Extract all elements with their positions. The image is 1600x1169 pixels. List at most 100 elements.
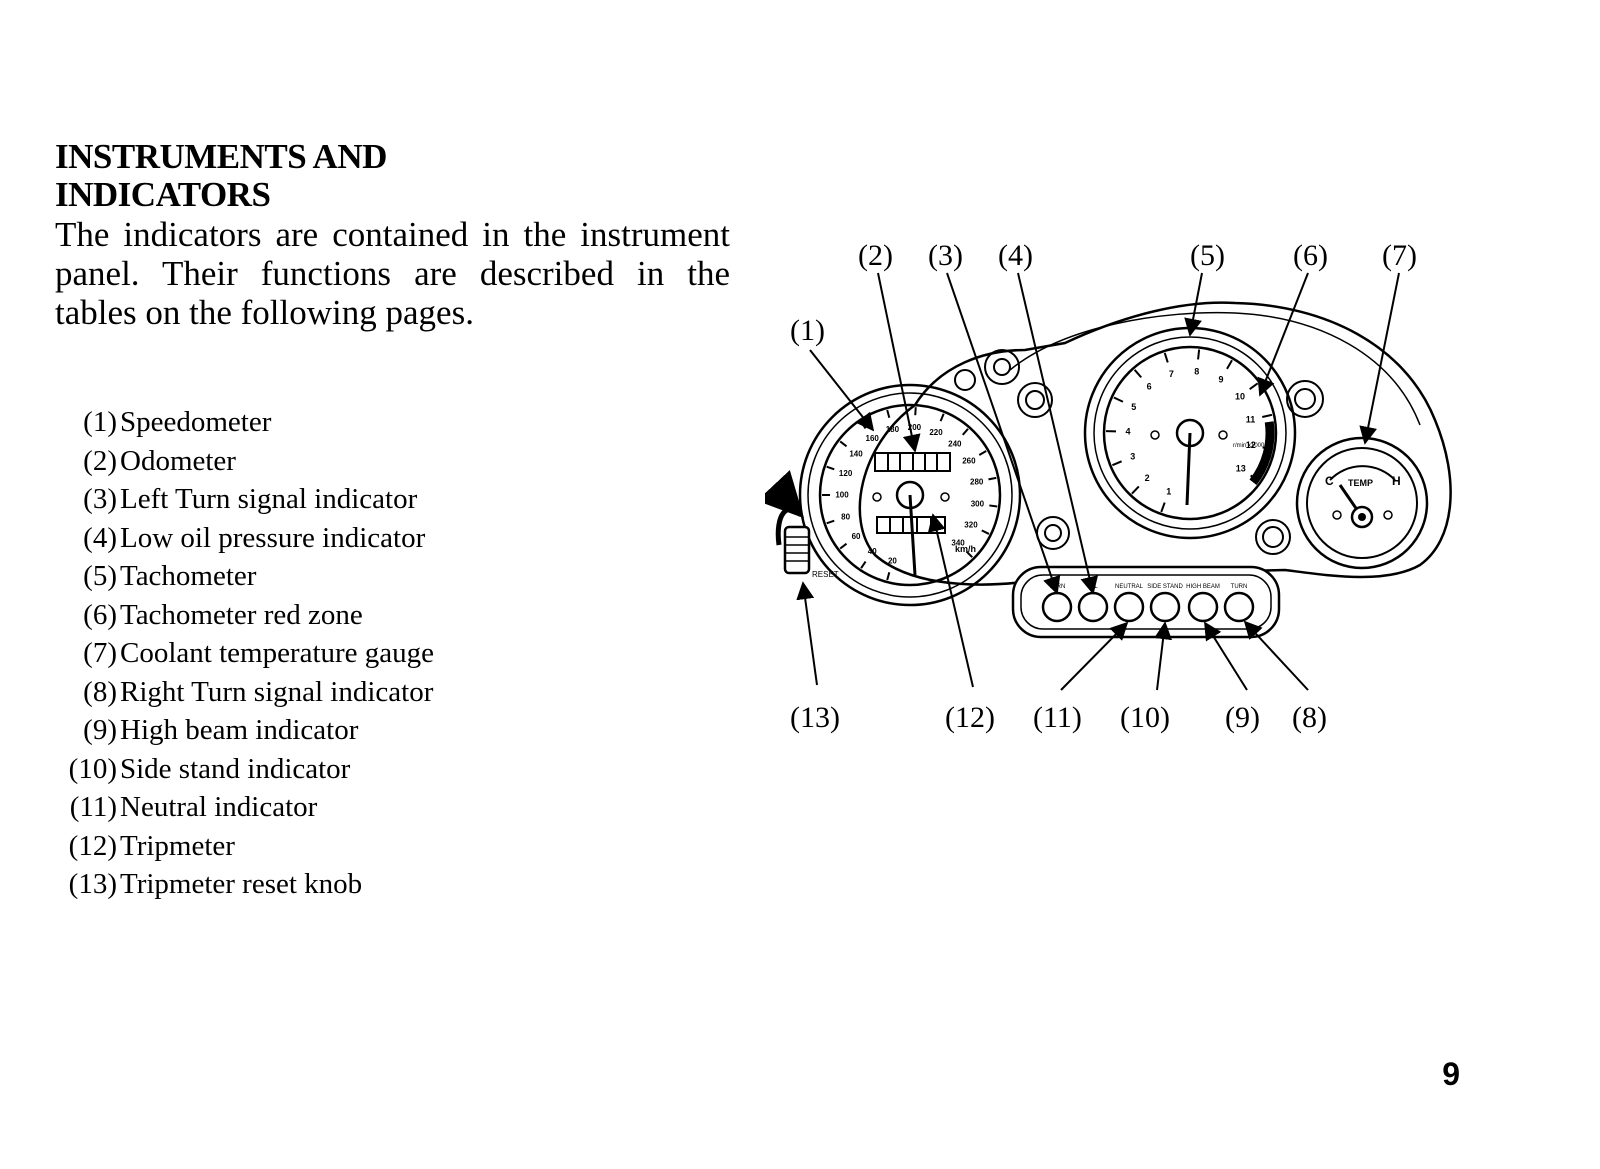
tachometer-red-zone	[1249, 421, 1275, 486]
legend-number: (10)	[68, 752, 117, 785]
speedometer-tick-label: 60	[852, 532, 861, 541]
legend-label: Speedometer	[120, 406, 272, 438]
reset-label: RESET	[812, 570, 839, 579]
legend-number: (11)	[69, 791, 117, 823]
legend-number: (2)	[83, 444, 117, 477]
tachometer-tick-label: 1	[1166, 486, 1171, 496]
list-item: (9)High beam indicator	[55, 711, 434, 750]
tripmeter-reset-knob: RESET	[765, 470, 839, 579]
legend-number: (5)	[83, 560, 117, 592]
tachometer-tick-label: 8	[1194, 366, 1199, 376]
legend-number: (7)	[83, 637, 117, 669]
legend-number: (1)	[83, 406, 117, 438]
tachometer-tick-label: 6	[1147, 381, 1152, 391]
odometer-display	[874, 452, 951, 472]
tachometer-tick-label: 3	[1130, 452, 1135, 462]
legend-label: Tachometer red zone	[120, 598, 363, 631]
callout-13: (13)	[790, 701, 840, 734]
speedometer-tick-label: 220	[929, 428, 943, 437]
list-item: (3)Left Turn signal indicator	[55, 480, 434, 519]
indicator-label: TURN	[1231, 584, 1248, 590]
tachometer-tick-label: 4	[1126, 427, 1131, 437]
tachometer-tick	[1131, 485, 1140, 495]
speedometer-tick-label: 20	[888, 556, 897, 565]
speedometer-tick	[914, 407, 917, 416]
callout-7: (7)	[1382, 239, 1417, 272]
tachometer-tick	[1160, 502, 1166, 513]
speedometer-needle	[908, 494, 917, 576]
panel-housing-inner	[1009, 311, 1421, 426]
oil-pressure-indicator-lamp	[1077, 591, 1109, 623]
intro-paragraph: The indicators are contained in the inst…	[55, 215, 730, 332]
callout-8: (8)	[1292, 701, 1327, 734]
legend-label: Tripmeter	[120, 829, 235, 862]
speedometer-tick-label: 100	[835, 491, 849, 500]
list-item: (4)Low oil pressure indicator	[55, 519, 434, 558]
list-item: (1)Speedometer	[55, 403, 434, 442]
speedometer-tick	[826, 519, 835, 525]
tachometer-tick	[1112, 460, 1123, 467]
speedometer-tick-label: 300	[971, 500, 985, 509]
mounting-screws	[954, 349, 1324, 555]
side-stand-indicator-lamp	[1149, 591, 1181, 623]
tachometer-tick-label: 2	[1145, 473, 1150, 483]
indicator-label: NEUTRAL	[1115, 584, 1144, 590]
tachometer-tick-label: 7	[1169, 369, 1174, 379]
page-number: 9	[1442, 1056, 1460, 1092]
legend-number: (9)	[83, 714, 117, 746]
indicator-strip: TURN OIL NEUTRAL SIDE STAND HIGH BEAM TU…	[1011, 565, 1281, 639]
tachometer-tick	[1163, 352, 1169, 363]
legend-label: Tripmeter reset knob	[120, 868, 363, 900]
callout-3: (3)	[928, 239, 963, 272]
speedometer-tick-label: 260	[962, 457, 976, 466]
speedometer-tick	[860, 421, 867, 430]
legend-number: (8)	[83, 675, 117, 708]
legend-list: (1)Speedometer (2)Odometer (3)Left Turn …	[55, 403, 434, 904]
reset-rotate-arrow	[765, 470, 805, 546]
speedometer-tick	[839, 440, 848, 448]
speedometer-unit: km/h	[955, 544, 976, 554]
legend-number: (13)	[68, 868, 117, 900]
indicator-label: SIDE STAND	[1147, 584, 1183, 590]
section-heading: INSTRUMENTS AND INDICATORS	[55, 138, 735, 214]
legend-label: High beam indicator	[120, 714, 359, 746]
legend-number: (6)	[83, 598, 117, 631]
tachometer-tick	[1262, 413, 1273, 418]
tachometer-tick	[1113, 396, 1124, 403]
legend-label: Odometer	[120, 444, 236, 477]
speedometer-tick	[826, 465, 835, 471]
speedometer-tick	[839, 542, 848, 550]
tachometer-tick	[1226, 359, 1233, 370]
speedometer-tick-label: 140	[849, 449, 863, 458]
tachometer-tick-label: 12	[1246, 440, 1256, 450]
tachometer-needle	[1185, 432, 1192, 506]
tachometer-tick	[1133, 369, 1142, 379]
speedometer-tick	[988, 476, 997, 481]
section-title-line1: INSTRUMENTS AND	[55, 137, 387, 176]
speedometer-tick-label: 280	[970, 477, 984, 486]
tachometer-tick-label: 5	[1131, 402, 1136, 412]
temp-cold-label: C	[1325, 474, 1334, 488]
temp-hot-label: H	[1392, 474, 1401, 488]
speedometer-tick-label: 200	[908, 423, 922, 432]
speedometer-tick	[886, 572, 891, 581]
callout-4: (4)	[998, 239, 1033, 272]
tachometer-tick-label: 10	[1235, 391, 1245, 401]
callout-5: (5)	[1190, 239, 1225, 272]
legend-label: Tachometer	[120, 560, 257, 592]
legend-label: Left Turn signal indicator	[120, 483, 418, 515]
list-item: (13)Tripmeter reset knob	[55, 865, 434, 904]
speedometer-tick-label: 120	[839, 469, 853, 478]
list-item: (12)Tripmeter	[55, 827, 434, 866]
indicator-label: TURN	[1049, 584, 1066, 590]
section-title-line2: INDICATORS	[55, 175, 271, 214]
speedometer-tick	[989, 504, 998, 508]
list-item: (7)Coolant temperature gauge	[55, 634, 434, 673]
list-item: (11)Neutral indicator	[55, 788, 434, 827]
indicator-label: HIGH BEAM	[1186, 584, 1220, 590]
